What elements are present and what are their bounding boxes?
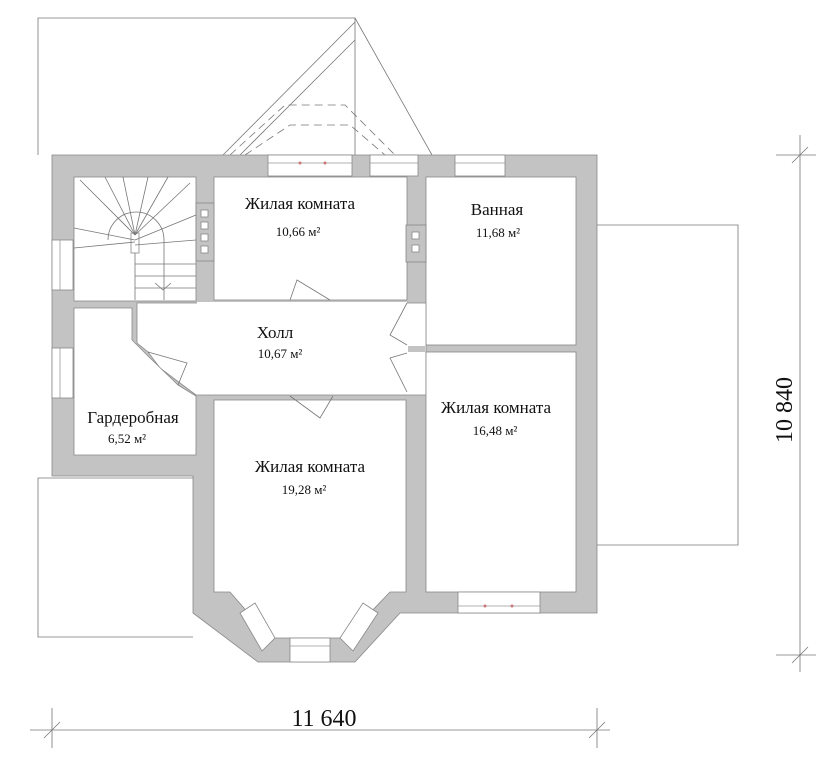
width-dimension-text: 11 640 <box>291 706 356 732</box>
room-hall <box>136 302 427 396</box>
room-bathroom <box>425 176 577 346</box>
room-area-bathroom: 11,68 м² <box>476 225 520 240</box>
room-name-hall: Холл <box>257 323 294 342</box>
windows <box>51 154 541 663</box>
dimension-width: 11 640 <box>30 706 610 748</box>
room-area-hall: 10,67 м² <box>258 346 303 361</box>
room-area-living-2: 19,28 м² <box>282 482 327 497</box>
chimney-right <box>405 224 427 263</box>
doors <box>147 279 408 419</box>
room-area-living-1: 10,66 м² <box>276 224 321 239</box>
room-area-wardrobe: 6,52 м² <box>108 431 146 446</box>
room-living-2 <box>213 399 407 639</box>
roof-outlines <box>37 17 739 638</box>
room-name-living-2: Жилая комната <box>255 457 366 476</box>
room-name-living-3: Жилая комната <box>441 398 552 417</box>
room-name-living-1: Жилая комната <box>245 194 356 213</box>
dimension-depth: 10 840 <box>772 135 816 672</box>
room-name-bathroom: Ванная <box>471 200 524 219</box>
room-name-wardrobe: Гардеробная <box>87 408 179 427</box>
room-area-living-3: 16,48 м² <box>473 423 518 438</box>
depth-dimension-text: 10 840 <box>772 377 798 443</box>
staircase <box>73 176 197 300</box>
chimney-left <box>195 202 215 262</box>
room-living-3 <box>425 351 577 593</box>
